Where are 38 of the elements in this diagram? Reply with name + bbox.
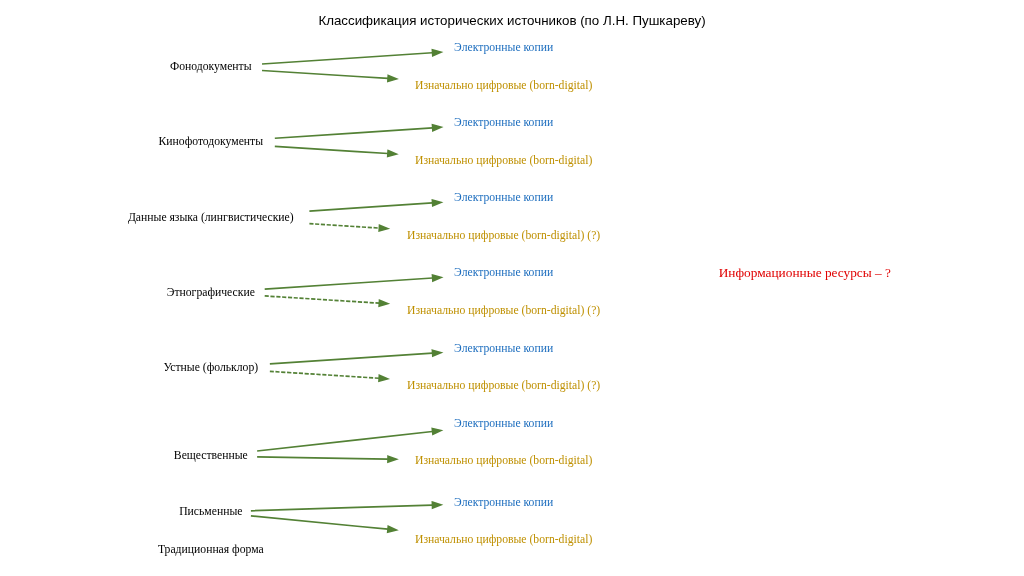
node-text: Электронные копии: [454, 41, 554, 55]
arrow: [269, 370, 391, 383]
arrow: [256, 455, 399, 464]
node-text: Данные языка (лингвистические): [127, 210, 294, 224]
node-text: Электронные копии: [454, 266, 554, 280]
node-text: Изначально цифровые (born-digital): [414, 78, 593, 92]
node-text: Изначально цифровые (born-digital) (?): [407, 379, 601, 393]
node-text: Электронные копии: [454, 191, 554, 205]
arrow: [273, 145, 399, 158]
node-text: Изначально цифровые (born-digital): [414, 454, 593, 468]
arrow: [308, 198, 444, 212]
arrow: [308, 222, 391, 233]
arrow: [256, 427, 444, 452]
arrow: [263, 274, 444, 290]
node-text: Устные (фольклор): [163, 360, 259, 374]
arrow: [261, 69, 399, 83]
diagram-title: Классификация исторических источников (по Л.Н. Пушкареву): [318, 13, 706, 29]
arrow: [263, 295, 391, 308]
node-text: Электронные копии: [454, 341, 554, 355]
node-text: Изначально цифровые (born-digital) (?): [407, 228, 601, 242]
arrow: [273, 123, 444, 140]
node-text: Электронные копии: [454, 495, 554, 509]
arrow: [269, 349, 444, 365]
node-text: Кинофотодокументы: [158, 135, 264, 149]
arrow: [261, 48, 444, 65]
node-text: Вещественные: [173, 449, 248, 463]
node-text: Изначально цифровые (born-digital) (?): [407, 304, 601, 318]
label: Информационные ресурсы – ?: [718, 264, 891, 280]
node-text: Письменные: [179, 505, 243, 519]
node-text: Этнографические: [166, 285, 255, 299]
arrow: [250, 515, 399, 534]
arrow: [250, 501, 444, 512]
node-text: Электронные копии: [454, 116, 554, 130]
label: Традиционная форма: [157, 542, 264, 556]
node-text: Изначально цифровые (born-digital): [414, 533, 593, 547]
node-text: Электронные копии: [454, 416, 554, 430]
node-text: Фонодокументы: [170, 60, 252, 74]
node-text: Изначально цифровые (born-digital): [414, 153, 593, 167]
